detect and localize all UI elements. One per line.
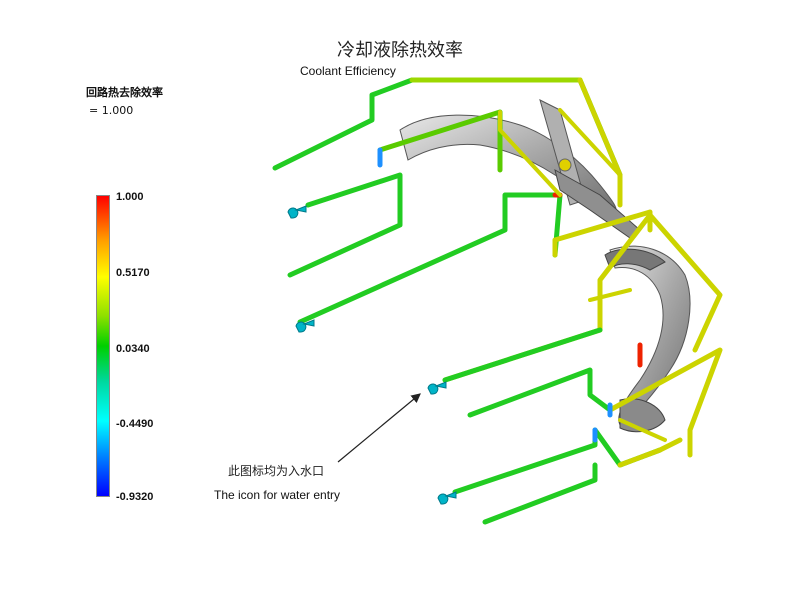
scale-tick-upper: 0.5170 — [116, 267, 150, 279]
water-inlet-icon — [287, 205, 307, 219]
scale-tick-min: -0.9320 — [116, 491, 154, 503]
mold-part-upper — [399, 99, 641, 239]
title-english: Coolant Efficiency — [300, 64, 396, 78]
scale-tick-max: 1.000 — [116, 191, 144, 203]
annotation-chinese: 此图标均为入水口 — [228, 464, 325, 478]
cooling-pipe-6 — [452, 427, 683, 525]
title-chinese: 冷却液除热效率 — [337, 40, 463, 61]
water-inlet-icon — [295, 319, 315, 333]
legend-value: = 1.000 — [89, 104, 134, 117]
scale-tick-lower: -0.4490 — [116, 418, 154, 430]
cooling-pipe-connectors — [498, 108, 667, 442]
color-scale-bar — [96, 195, 110, 497]
legend-title: 回路热去除效率 — [86, 86, 163, 99]
scale-tick-mid: 0.0340 — [116, 343, 150, 355]
annotation-arrow — [337, 393, 421, 463]
cooling-pipe-5 — [467, 347, 723, 458]
water-inlet-icon — [437, 491, 457, 505]
cooling-pipe-4 — [442, 212, 723, 383]
annotation-english: The icon for water entry — [214, 488, 341, 502]
water-inlet-icon — [427, 381, 447, 395]
